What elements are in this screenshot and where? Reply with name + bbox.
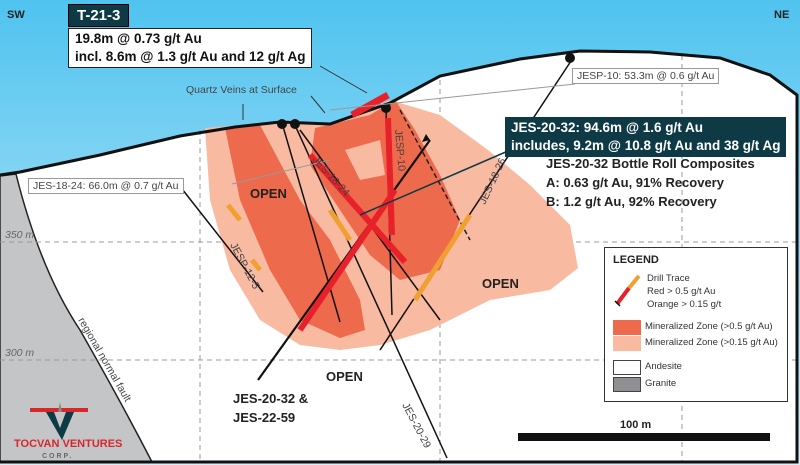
scale-bar (518, 433, 770, 441)
assay-intervals (226, 91, 473, 332)
drill-arrow-icon (422, 134, 430, 142)
drill-trace-legend-text: Drill Trace Red > 0.5 g/t Au Orange > 0.… (647, 272, 721, 311)
quartz-veins-label: Quartz Veins at Surface (186, 84, 297, 96)
t-21-3-callout: 19.8m @ 0.73 g/t Au incl. 8.6m @ 1.3 g/t… (68, 28, 313, 68)
legend: LEGEND Drill Trace Red > 0.5 g/t Au Oran… (604, 247, 788, 402)
open-label-south: OPEN (326, 369, 363, 384)
terrain-surface (0, 49, 799, 464)
direction-ne: NE (774, 9, 789, 21)
legend-drill-red: Red > 0.5 g/t Au (647, 286, 716, 297)
open-label-east: OPEN (482, 276, 519, 291)
t-21-3-line2: incl. 8.6m @ 1.3 g/t Au and 12 g/t Ag (75, 49, 306, 64)
t-21-3-line1: 19.8m @ 0.73 g/t Au (75, 31, 202, 46)
logo-name: TOCVAN VENTURES (14, 438, 122, 450)
jesp-10-callout: JESP-10: 53.3m @ 0.6 g/t Au (572, 68, 720, 84)
drill-jes-18-26[interactable] (379, 57, 574, 351)
legend-zone-low: Mineralized Zone (>0.15 g/t Au) (645, 337, 778, 348)
drill-jes-20-29[interactable] (293, 122, 448, 459)
jes-20-32-callout: JES-20-32: 94.6m @ 1.6 g/t Au includes, … (505, 117, 787, 157)
drill-label-jesp-10: JESP-10 (392, 129, 408, 171)
granite-body (0, 173, 154, 463)
elevation-300: 300 m (5, 347, 34, 359)
leader-lines (231, 65, 576, 216)
granite-swatch (613, 377, 641, 392)
bottle-roll-b: B: 1.2 g/t Au, 92% Recovery (546, 194, 717, 209)
drill-label-jes-22-59: JES-22-59 (233, 410, 295, 425)
jes-20-32-line2: includes, 9.2m @ 10.8 g/t Au and 38 g/t … (511, 138, 781, 153)
zone-boundary (399, 109, 471, 241)
legend-granite: Granite (645, 378, 677, 389)
legend-zone-high: Mineralized Zone (>0.5 g/t Au) (645, 321, 773, 332)
direction-sw: SW (7, 9, 25, 21)
legend-drill-trace: Drill Trace (647, 273, 690, 284)
drill-jesp-12-5[interactable] (174, 179, 264, 293)
zone-high-grade-east (310, 100, 460, 280)
zone-low-swatch (613, 336, 641, 351)
bottle-roll-a: A: 0.63 g/t Au, 91% Recovery (546, 175, 724, 190)
scale-label: 100 m (620, 419, 651, 431)
jes-18-24-callout: JES-18-24: 66.0m @ 0.7 g/t Au (28, 178, 184, 194)
logo-sub: CORP. (42, 453, 73, 460)
bottle-roll-composites: JES-20-32 Bottle Roll Composites A: 0.63… (546, 154, 755, 211)
jes-20-32-line1: JES-20-32: 94.6m @ 1.6 g/t Au (511, 120, 703, 135)
andesite-swatch (613, 360, 641, 375)
drill-trace-legend-icon (614, 274, 641, 307)
open-label-west: OPEN (250, 186, 287, 201)
zone-low-inlier (345, 140, 385, 180)
t-21-3-tag: T-21-3 (68, 4, 130, 27)
legend-drill-orange: Orange > 0.15 g/t (647, 299, 722, 310)
drill-label-jes-20-32: JES-20-32 & (233, 391, 308, 406)
zone-high-swatch (613, 320, 641, 335)
legend-andesite: Andesite (645, 361, 682, 372)
legend-title: LEGEND (613, 254, 659, 266)
elevation-350: 350 m (5, 229, 34, 241)
trench-t-21-3 (350, 91, 390, 119)
tocvan-logo: TOCVAN VENTURES CORP. (14, 402, 122, 460)
bottle-roll-title: JES-20-32 Bottle Roll Composites (546, 156, 755, 171)
collars (277, 53, 575, 129)
